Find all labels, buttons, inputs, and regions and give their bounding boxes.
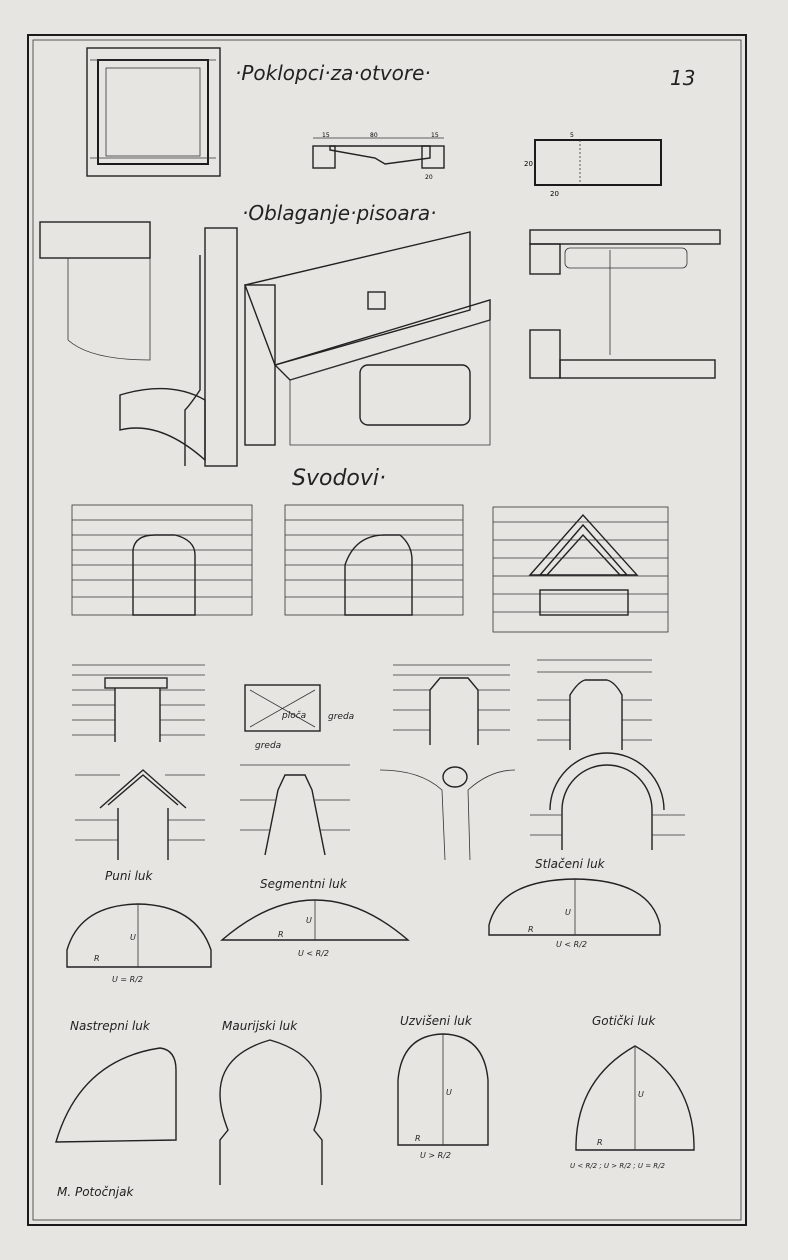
urinal-perspective [244, 231, 491, 446]
page-number: 13 [670, 66, 695, 90]
cover-plan-drawing [86, 47, 221, 177]
brick-arch-1 [71, 504, 253, 616]
rise-label: U [638, 1090, 644, 1099]
dim-cover-left: 15 [322, 132, 330, 139]
lintel-keystone [240, 764, 350, 856]
vaults-title: Svodovi· [292, 466, 386, 491]
arch-name: Puni luk [105, 869, 154, 883]
author-signature: M. Potočnjak [57, 1185, 134, 1199]
arch-name: Nastrepni luk [70, 1019, 151, 1033]
brick-round-arch [530, 752, 685, 850]
lintel-rubble-arch [379, 766, 516, 861]
arch-segmental: Segmentni luk R U U < R/2 [220, 877, 410, 958]
dim-block-top: 5 [570, 132, 574, 139]
arch-formula: U = R/2 [112, 975, 143, 984]
arch-name: Stlačeni luk [535, 857, 606, 871]
urinal-section-right [529, 229, 721, 379]
inner-frame [32, 39, 742, 1221]
arch-name: Gotički luk [592, 1014, 656, 1028]
rise-label: U [130, 933, 136, 942]
arch-formula: U > R/2 [420, 1151, 451, 1160]
label-beam-bottom: greda [255, 741, 281, 751]
brick-arch-2 [284, 504, 464, 616]
covers-title: ·Poklopci·za·otvore· [235, 61, 431, 85]
arch-name: Uzvišeni luk [400, 1014, 473, 1028]
label-beam-right: greda [328, 712, 354, 722]
arch-formula: U < R/2 ; U > R/2 ; U = R/2 [570, 1162, 666, 1170]
brick-arch-3 [492, 506, 669, 633]
lintel-frame-diagram: ploča greda greda [244, 684, 354, 751]
outer-frame [27, 34, 747, 1226]
radius-label: R [278, 930, 284, 939]
arch-rampant: Nastrepni luk [55, 1019, 177, 1143]
arch-depressed: Stlačeni luk R U U < R/2 [488, 857, 661, 949]
urinal-section-left [39, 221, 238, 467]
lintel-triangular [75, 769, 205, 860]
arch-name: Maurijski luk [222, 1019, 298, 1033]
radius-label: R [597, 1138, 603, 1147]
arch-gothic: Gotički luk R U U < R/2 ; U > R/2 ; U = … [570, 1014, 695, 1170]
arch-formula: U < R/2 [556, 940, 587, 949]
rise-label: U [565, 908, 571, 917]
arch-formula: U < R/2 [298, 949, 329, 958]
arch-moorish: Maurijski luk [219, 1019, 323, 1185]
rise-label: U [306, 916, 312, 925]
dim-cover-middle: 80 [370, 132, 378, 139]
lintel-straight [72, 664, 205, 742]
rise-label: U [446, 1088, 452, 1097]
cover-section-drawing: 15 80 15 20 [312, 132, 445, 181]
dim-cover-right: 15 [431, 132, 439, 139]
dim-block-width: 20 [550, 190, 559, 198]
dim-cover-bottom: 20 [425, 174, 433, 181]
block-section-drawing: 5 20 20 [524, 132, 662, 198]
urinal-title: ·Oblaganje·pisoara· [242, 201, 436, 225]
arch-full: Puni luk R U U = R/2 [66, 869, 212, 984]
lintel-corbel [393, 664, 510, 745]
label-slab: ploča [281, 710, 306, 721]
radius-label: R [94, 954, 100, 963]
radius-label: R [528, 925, 534, 934]
radius-label: R [415, 1134, 421, 1143]
arch-name: Segmentni luk [260, 877, 348, 891]
dim-block-height: 20 [524, 160, 533, 168]
arch-stilted: Uzvišeni luk R U U > R/2 [397, 1014, 489, 1160]
lintel-stepped [537, 659, 652, 750]
